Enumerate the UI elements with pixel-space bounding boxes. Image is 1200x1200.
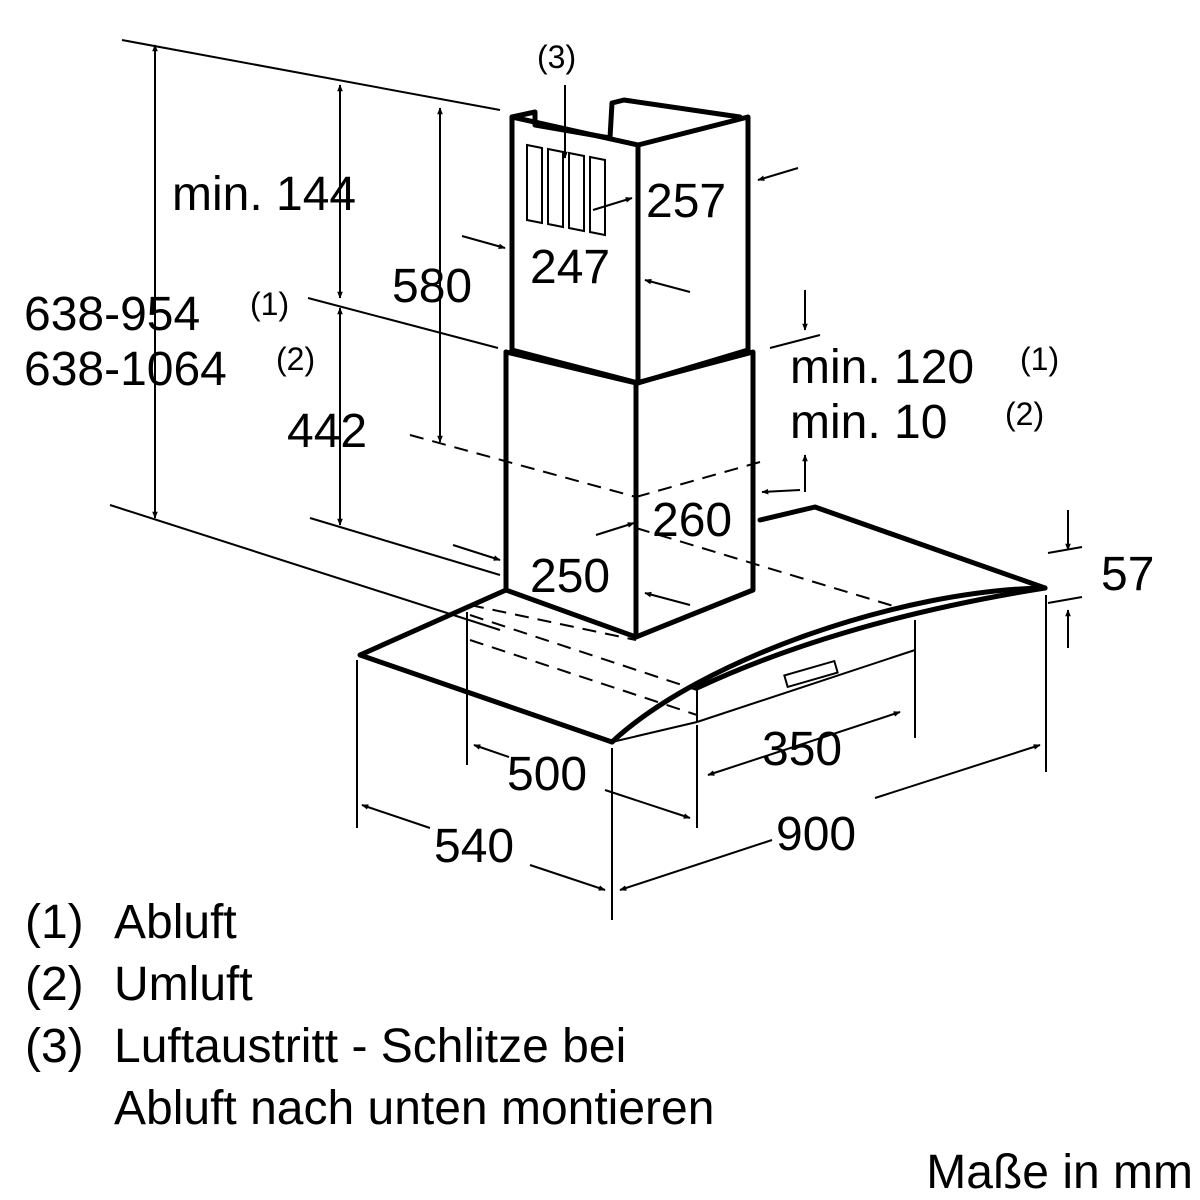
legend-item1-num: (1) [25,896,84,949]
label-57: 57 [1101,548,1154,601]
label-540: 540 [434,820,514,873]
legend-item1-text: Abluft [114,896,237,949]
label-range-2-note: (2) [276,341,315,377]
units-note: Maße in mm [926,1146,1193,1199]
hood-outline [357,97,1048,745]
label-min-120-note: (1) [1020,341,1059,377]
air-slots [526,143,606,237]
label-callout-3: (3) [537,39,576,75]
legend-item3-text: Luftaustritt - Schlitze bei [114,1020,626,1073]
legend-item3-text2: Abluft nach unten montieren [114,1082,714,1135]
dimension-labels: min. 144 638-954 (1) 638-1064 (2) 580 44… [24,39,1154,873]
label-900: 900 [776,808,856,861]
legend-item3-num: (3) [25,1020,84,1073]
label-500: 500 [507,748,587,801]
label-range-1: 638-954 [24,288,200,341]
label-260: 260 [652,494,732,547]
label-range-2: 638-1064 [24,343,227,396]
label-min-120: min. 120 [790,341,974,394]
label-range-1-note: (1) [250,286,289,322]
label-min-10: min. 10 [790,396,947,449]
label-min-10-note: (2) [1005,396,1044,432]
label-257: 257 [646,175,726,228]
label-442: 442 [287,405,367,458]
label-580: 580 [392,260,472,313]
hidden-lines [409,434,901,716]
label-min-144: min. 144 [172,168,356,221]
label-247: 247 [530,241,610,294]
label-350: 350 [762,723,842,776]
dimension-lines [109,39,1083,920]
legend: (1) Abluft (2) Umluft (3) Luftaustritt -… [25,896,714,1135]
label-250: 250 [530,550,610,603]
legend-item2-num: (2) [25,958,84,1011]
legend-item2-text: Umluft [114,958,253,1011]
